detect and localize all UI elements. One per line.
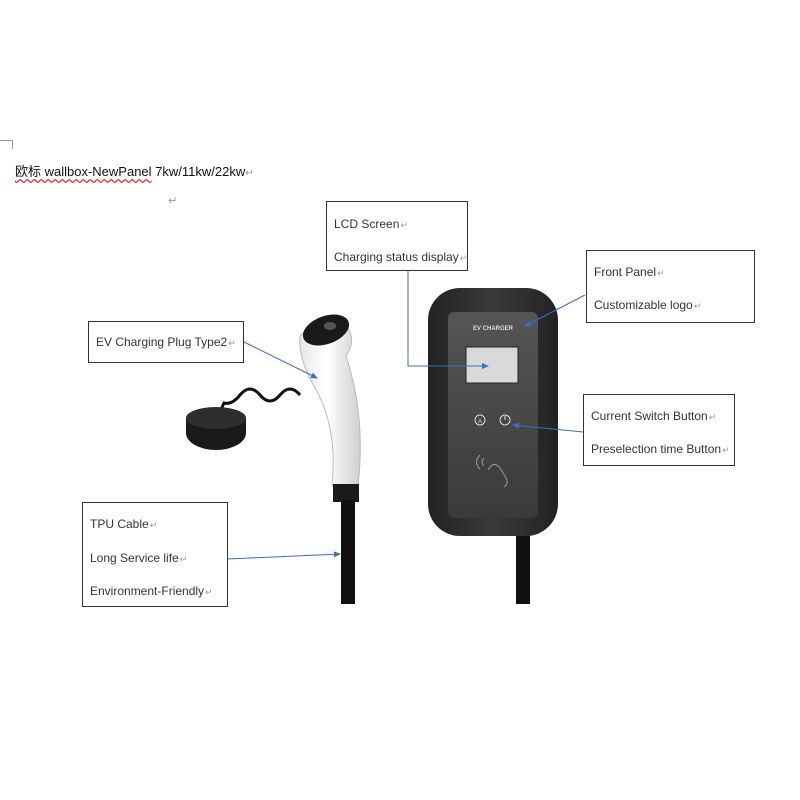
return-mark-icon: ↵ — [400, 220, 408, 230]
type2-plug — [299, 322, 361, 487]
return-mark-icon: ↵ — [149, 520, 158, 530]
document-title: 欧标 wallbox-NewPanel 7kw/11kw/22kw↵ — [15, 161, 254, 180]
svg-text:A: A — [478, 419, 482, 425]
lcd-screen — [465, 346, 519, 384]
return-mark-icon: ↵ — [459, 253, 468, 263]
front-panel-arrow — [524, 294, 586, 327]
power-button-icon[interactable] — [499, 414, 511, 426]
plug-strain-relief — [333, 484, 359, 502]
charger-cable — [516, 520, 530, 604]
callout-line: TPU Cable↵ — [90, 517, 158, 531]
return-mark-icon: ↵ — [708, 412, 717, 422]
callout-line: Current Switch Button↵ — [591, 409, 717, 423]
buttons-arrow — [512, 422, 584, 433]
callout-line: Customizable logo↵ — [594, 298, 702, 312]
charger-logo: EV CHARGER — [473, 326, 514, 332]
auto-button-icon[interactable]: A — [474, 414, 486, 426]
charger-front-panel — [448, 312, 538, 518]
callout-cable: TPU Cable↵ Long Service life↵ Environmen… — [82, 502, 228, 607]
return-mark-icon: ↵ — [245, 168, 254, 179]
cable-arrow — [227, 551, 341, 560]
callout-line: LCD Screen↵ — [334, 217, 408, 231]
plug-arrow — [243, 341, 318, 379]
return-mark-icon: ↵ — [228, 338, 236, 348]
callout-line: Long Service life↵ — [90, 551, 188, 565]
callout-front-panel: Front Panel↵ Customizable logo↵ — [586, 250, 755, 323]
return-mark-icon: ↵ — [657, 268, 665, 278]
callout-buttons: Current Switch Button↵ Preselection time… — [583, 394, 735, 466]
title-rest: 7kw/11kw/22kw — [151, 164, 246, 179]
return-mark-icon: ↵ — [168, 195, 178, 207]
callout-line: Environment-Friendly↵ — [90, 584, 213, 598]
plug-head — [302, 314, 350, 346]
tpu-cable — [341, 500, 355, 604]
return-mark-icon: ↵ — [205, 587, 213, 597]
coiled-cord — [212, 387, 302, 426]
title-prefix: 欧标 wallbox-NewPanel — [15, 164, 152, 179]
callout-line: Preselection time Button↵ — [591, 442, 730, 456]
page-corner-mark — [0, 140, 13, 149]
callout-line: Front Panel↵ — [594, 265, 665, 279]
callout-lcd: LCD Screen↵ Charging status display↵ — [326, 201, 468, 271]
callout-plug: EV Charging Plug Type2↵ — [88, 321, 244, 363]
lcd-arrow — [407, 270, 489, 369]
return-mark-icon: ↵ — [179, 554, 188, 564]
return-mark-icon: ↵ — [693, 301, 702, 311]
callout-line: EV Charging Plug Type2↵ — [96, 335, 236, 349]
rfid-card-icon — [476, 454, 508, 488]
return-mark-icon: ↵ — [722, 445, 730, 455]
callout-line: Charging status display↵ — [334, 250, 468, 264]
